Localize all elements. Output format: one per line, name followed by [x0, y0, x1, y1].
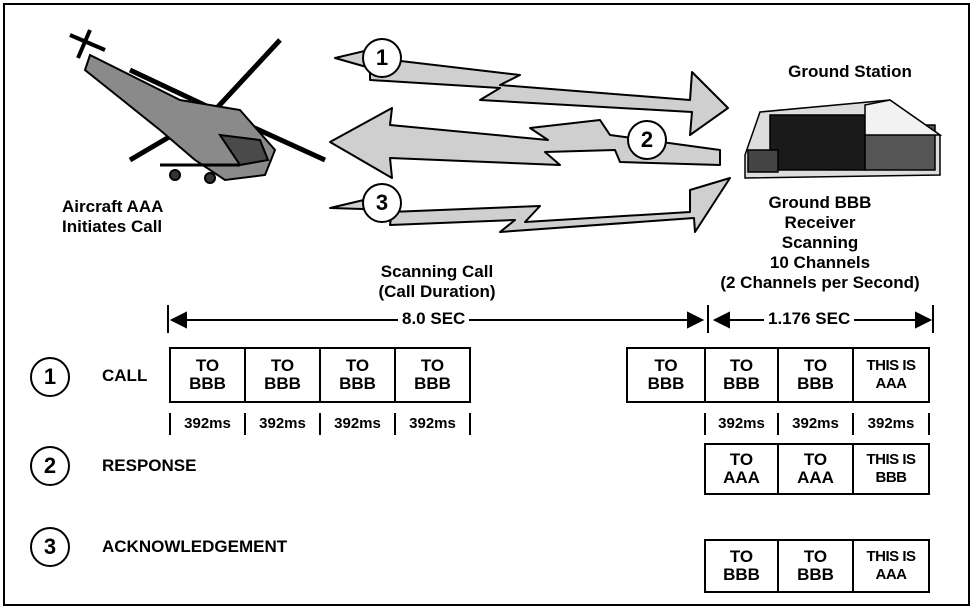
- tick-right-1: [777, 413, 779, 435]
- row-number-2: 2: [30, 446, 70, 486]
- ms-right-1: 392ms: [718, 415, 765, 432]
- tick-right-2: [852, 413, 854, 435]
- ground-station-title: Ground Station: [788, 62, 912, 81]
- ground-label-line2: Receiver: [784, 213, 856, 232]
- tick-right-3: [928, 413, 930, 435]
- ms-right-2: 392ms: [792, 415, 839, 432]
- scanning-call-label: Scanning Call (Call Duration): [352, 262, 522, 302]
- aircraft-label: Aircraft AAA Initiates Call: [62, 197, 163, 237]
- ground-receiver-label: Ground BBB Receiver Scanning 10 Channels…: [700, 193, 940, 293]
- ground-station-icon: [744, 99, 943, 179]
- ground-label-line4: 10 Channels: [769, 253, 871, 272]
- tick-right-0: [704, 413, 706, 435]
- arrow-number-1: 1: [362, 38, 402, 78]
- tick-left-0: [169, 413, 171, 435]
- ground-label-line1: Ground BBB: [768, 193, 872, 212]
- ground-label-line3: Scanning: [781, 233, 859, 252]
- ground-label-line5: (2 Channels per Second): [720, 273, 920, 292]
- dimension-8sec-label: 8.0 SEC: [398, 309, 470, 329]
- ms-left-3: 392ms: [334, 415, 381, 432]
- dimension-1176sec-label: 1.176 SEC: [764, 309, 855, 329]
- scanning-call-line2: (Call Duration): [378, 282, 496, 301]
- aircraft-label-line2: Initiates Call: [62, 217, 163, 236]
- tick-left-3: [394, 413, 396, 435]
- arrow-1-call: [334, 44, 729, 136]
- tick-left-4: [469, 413, 471, 435]
- row-label-acknowledgement: ACKNOWLEDGEMENT: [102, 537, 288, 556]
- ms-right-3: 392ms: [867, 415, 915, 432]
- arrow-number-2: 2: [627, 120, 667, 160]
- arrow-number-3: 3: [362, 183, 402, 223]
- ms-left-1: 392ms: [184, 415, 231, 432]
- scanning-call-line1: Scanning Call: [380, 262, 494, 281]
- row-label-call: CALL: [102, 366, 148, 385]
- ms-left-4: 392ms: [409, 415, 456, 432]
- row-number-1: 1: [30, 357, 70, 397]
- row-number-3: 3: [30, 527, 70, 567]
- ms-left-2: 392ms: [259, 415, 306, 432]
- aircraft-label-line1: Aircraft AAA: [62, 197, 164, 216]
- arrow-3-acknowledgement: [329, 177, 731, 233]
- helicopter-icon: [69, 29, 327, 184]
- tick-left-1: [244, 413, 246, 435]
- arrow-2-response: [329, 107, 721, 179]
- tick-left-2: [319, 413, 321, 435]
- row-label-response: RESPONSE: [102, 456, 197, 475]
